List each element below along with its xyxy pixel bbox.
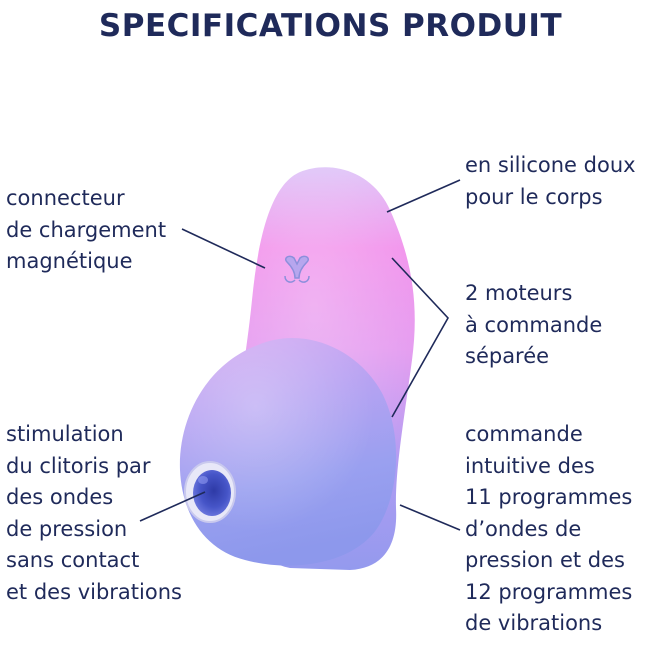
- label-line: intuitive des: [465, 453, 595, 478]
- leader-line-silicone: [386, 179, 461, 213]
- satisfyer-logo-icon: [284, 255, 310, 283]
- label-line: commande: [465, 422, 583, 446]
- label-line: sans contact: [6, 548, 140, 572]
- label-line: à commande: [465, 312, 603, 337]
- label-intuitive-command: commande intuitive des 11 programmes d’o…: [465, 419, 632, 640]
- leader-line-command: [399, 504, 461, 531]
- label-line: magnétique: [6, 249, 133, 273]
- label-line: du clitoris par: [6, 453, 151, 478]
- label-line: pression et des: [465, 548, 625, 572]
- leader-lines: [139, 179, 461, 531]
- label-line: séparée: [465, 344, 550, 368]
- label-line: de pression: [6, 516, 128, 541]
- label-line: et des vibrations: [6, 579, 182, 604]
- label-line: stimulation: [6, 422, 124, 446]
- label-line: 2 moteurs: [465, 281, 573, 305]
- leader-line-connector: [181, 228, 266, 269]
- label-silicone: en silicone doux pour le corps: [465, 150, 636, 213]
- label-stimulation: stimulation du clitoris par des ondes de…: [6, 419, 182, 608]
- label-charging-connector: connecteur de chargement magnétique: [6, 183, 166, 278]
- page-title: SPECIFICATIONS PRODUIT: [98, 8, 563, 44]
- label-line: 12 programmes: [465, 579, 633, 604]
- label-line: en silicone doux: [465, 153, 636, 177]
- label-line: connecteur: [6, 186, 125, 210]
- label-line: d’ondes de: [465, 516, 582, 541]
- suction-opening: [184, 461, 236, 523]
- label-line: de vibrations: [465, 611, 603, 635]
- label-line: des ondes: [6, 485, 114, 509]
- label-line: 11 programmes: [465, 485, 633, 509]
- leader-line-motors: [391, 257, 449, 418]
- label-line: de chargement: [6, 217, 167, 242]
- label-motors: 2 moteurs à commande séparée: [465, 278, 602, 373]
- leader-line-stimulation: [139, 491, 206, 522]
- label-line: pour le corps: [465, 184, 603, 209]
